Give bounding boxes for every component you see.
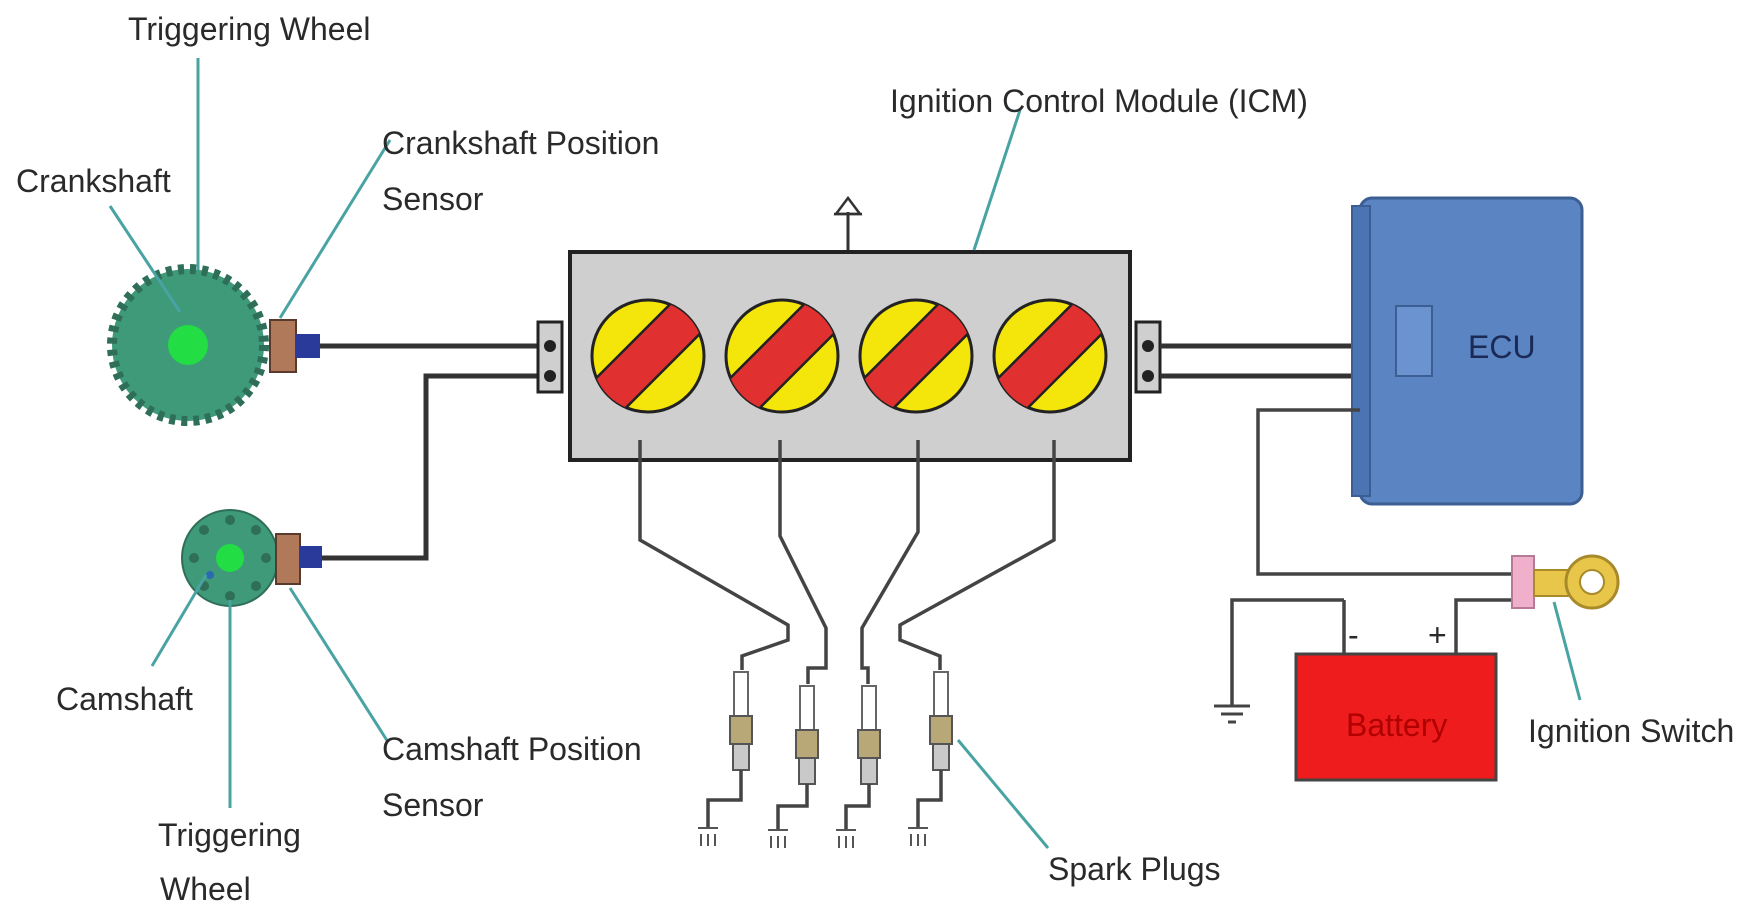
label-icm: Ignition Control Module (ICM) (890, 83, 1308, 119)
label-battery-plus: + (1428, 617, 1447, 653)
label-camshaft-sensor-2: Sensor (382, 787, 484, 823)
label-crankshaft-sensor-1: Crankshaft Position (382, 125, 659, 161)
spark-plug-2 (768, 685, 819, 848)
label-camshaft-sensor-1: Camshaft Position (382, 731, 642, 767)
ecu-unit (1351, 196, 1584, 506)
label-triggering-wheel-top: Triggering Wheel (128, 11, 370, 47)
crankshaft-triggering-wheel (107, 264, 269, 426)
ignition-coil-4 (990, 296, 1110, 416)
ignition-coil-2 (722, 296, 842, 416)
camshaft-triggering-wheel (181, 509, 279, 607)
label-camshaft: Camshaft (56, 681, 193, 717)
ignition-coil-1 (588, 296, 708, 416)
spark-plug-3 (836, 685, 881, 848)
label-battery-minus: - (1348, 617, 1359, 653)
label-spark-plugs: Spark Plugs (1048, 851, 1221, 887)
spark-plug-4 (908, 671, 953, 846)
camshaft-hub (216, 544, 244, 572)
camshaft-position-sensor (275, 533, 322, 585)
label-crankshaft: Crankshaft (16, 163, 171, 199)
label-ignition-switch: Ignition Switch (1528, 713, 1734, 749)
label-crankshaft-sensor-2: Sensor (382, 181, 484, 217)
spark-plug-1 (698, 671, 753, 846)
label-battery: Battery (1346, 707, 1447, 743)
crankshaft-position-sensor (269, 319, 320, 373)
ignition-switch (1511, 554, 1620, 610)
label-ecu: ECU (1468, 329, 1536, 365)
ignition-coil-3 (856, 296, 976, 416)
label-triggering-wheel-bottom-1: Triggering (158, 817, 301, 853)
label-triggering-wheel-bottom-2: Wheel (160, 871, 251, 907)
crankshaft-hub (168, 325, 208, 365)
battery (1294, 652, 1498, 782)
